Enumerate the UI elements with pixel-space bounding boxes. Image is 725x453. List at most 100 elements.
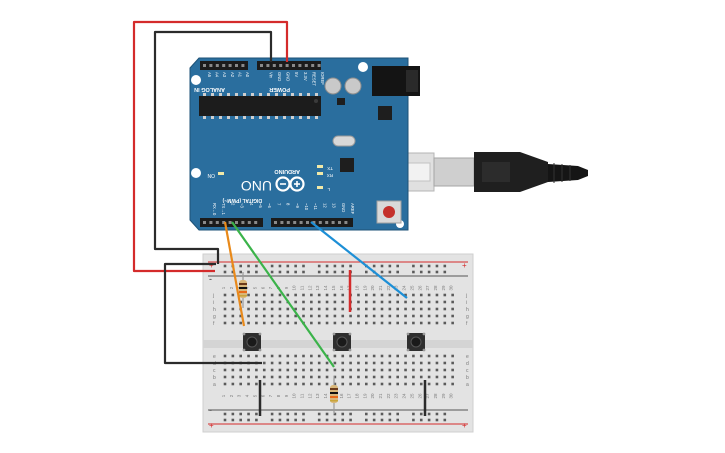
terminal-hole[interactable]	[278, 375, 282, 379]
terminal-hole[interactable]	[412, 314, 415, 318]
terminal-hole[interactable]	[388, 314, 392, 318]
terminal-hole[interactable]	[419, 307, 423, 311]
terminal-hole[interactable]	[270, 354, 274, 358]
terminal-hole[interactable]	[239, 368, 242, 372]
rail-hole[interactable]	[223, 412, 227, 416]
terminal-hole[interactable]	[262, 354, 266, 358]
header-pin[interactable]	[325, 221, 329, 224]
terminal-hole[interactable]	[310, 375, 313, 379]
terminal-hole[interactable]	[451, 314, 454, 318]
rail-hole[interactable]	[239, 264, 242, 268]
terminal-hole[interactable]	[380, 314, 384, 318]
terminal-hole[interactable]	[419, 314, 423, 318]
rail-hole[interactable]	[372, 418, 376, 422]
terminal-hole[interactable]	[317, 375, 321, 379]
rail-hole[interactable]	[333, 270, 337, 274]
terminal-hole[interactable]	[317, 361, 321, 365]
header-pin[interactable]	[292, 64, 295, 67]
terminal-hole[interactable]	[372, 300, 376, 304]
rail-hole[interactable]	[341, 264, 345, 268]
rail-hole[interactable]	[388, 270, 392, 274]
header-pin[interactable]	[247, 221, 251, 224]
terminal-hole[interactable]	[231, 375, 235, 379]
terminal-hole[interactable]	[419, 300, 423, 304]
terminal-hole[interactable]	[255, 375, 258, 379]
header-pin[interactable]	[280, 221, 284, 224]
terminal-hole[interactable]	[380, 368, 384, 372]
terminal-hole[interactable]	[333, 300, 337, 304]
terminal-hole[interactable]	[427, 321, 431, 325]
rail-hole[interactable]	[255, 418, 258, 422]
terminal-hole[interactable]	[419, 354, 423, 358]
terminal-hole[interactable]	[262, 375, 266, 379]
terminal-hole[interactable]	[223, 321, 227, 325]
terminal-hole[interactable]	[239, 314, 242, 318]
terminal-hole[interactable]	[278, 382, 282, 386]
terminal-hole[interactable]	[388, 382, 392, 386]
terminal-hole[interactable]	[412, 307, 415, 311]
terminal-hole[interactable]	[231, 300, 235, 304]
terminal-hole[interactable]	[404, 368, 407, 372]
terminal-hole[interactable]	[372, 382, 376, 386]
header-pin[interactable]	[266, 64, 270, 67]
terminal-hole[interactable]	[357, 307, 360, 311]
rail-hole[interactable]	[341, 270, 345, 274]
terminal-hole[interactable]	[247, 382, 250, 386]
rail-hole[interactable]	[349, 264, 352, 268]
rail-hole[interactable]	[247, 418, 250, 422]
header-pin[interactable]	[299, 221, 303, 224]
header-pin[interactable]	[215, 64, 219, 67]
wire-black-gnd-top[interactable]	[153, 30, 273, 264]
terminal-hole[interactable]	[247, 307, 250, 311]
terminal-hole[interactable]	[310, 314, 313, 318]
terminal-hole[interactable]	[404, 375, 407, 379]
terminal-hole[interactable]	[435, 321, 439, 325]
terminal-hole[interactable]	[325, 361, 329, 365]
terminal-hole[interactable]	[388, 368, 392, 372]
wire-orange-pin2[interactable]	[223, 221, 246, 327]
header-pin[interactable]	[293, 221, 297, 224]
terminal-hole[interactable]	[388, 321, 392, 325]
terminal-hole[interactable]	[231, 307, 235, 311]
rail-hole[interactable]	[333, 418, 337, 422]
terminal-hole[interactable]	[443, 314, 447, 318]
terminal-hole[interactable]	[294, 375, 297, 379]
terminal-hole[interactable]	[349, 314, 352, 318]
terminal-hole[interactable]	[325, 307, 329, 311]
terminal-hole[interactable]	[294, 314, 297, 318]
header-pin[interactable]	[260, 64, 263, 67]
terminal-hole[interactable]	[404, 382, 407, 386]
header-pin[interactable]	[203, 221, 206, 224]
terminal-hole[interactable]	[333, 368, 337, 372]
terminal-hole[interactable]	[294, 354, 297, 358]
terminal-hole[interactable]	[286, 354, 290, 358]
terminal-hole[interactable]	[427, 361, 431, 365]
header-pin[interactable]	[209, 64, 213, 67]
terminal-hole[interactable]	[443, 361, 447, 365]
terminal-hole[interactable]	[341, 293, 345, 297]
terminal-hole[interactable]	[404, 321, 407, 325]
terminal-hole[interactable]	[294, 321, 297, 325]
rail-hole[interactable]	[365, 418, 368, 422]
terminal-hole[interactable]	[412, 321, 415, 325]
terminal-hole[interactable]	[239, 321, 242, 325]
terminal-hole[interactable]	[262, 293, 266, 297]
terminal-hole[interactable]	[286, 382, 290, 386]
terminal-hole[interactable]	[333, 321, 337, 325]
rail-hole[interactable]	[380, 412, 384, 416]
rail-hole[interactable]	[223, 270, 227, 274]
reset-button-icon[interactable]	[376, 200, 402, 224]
rail-hole[interactable]	[396, 418, 399, 422]
rail-hole[interactable]	[427, 418, 431, 422]
terminal-hole[interactable]	[223, 314, 227, 318]
terminal-hole[interactable]	[278, 368, 282, 372]
terminal-hole[interactable]	[286, 307, 290, 311]
rail-hole[interactable]	[239, 418, 242, 422]
header-pin[interactable]	[286, 221, 290, 224]
terminal-hole[interactable]	[325, 375, 329, 379]
terminal-hole[interactable]	[341, 354, 345, 358]
terminal-hole[interactable]	[404, 361, 407, 365]
terminal-hole[interactable]	[443, 321, 447, 325]
terminal-hole[interactable]	[427, 382, 431, 386]
